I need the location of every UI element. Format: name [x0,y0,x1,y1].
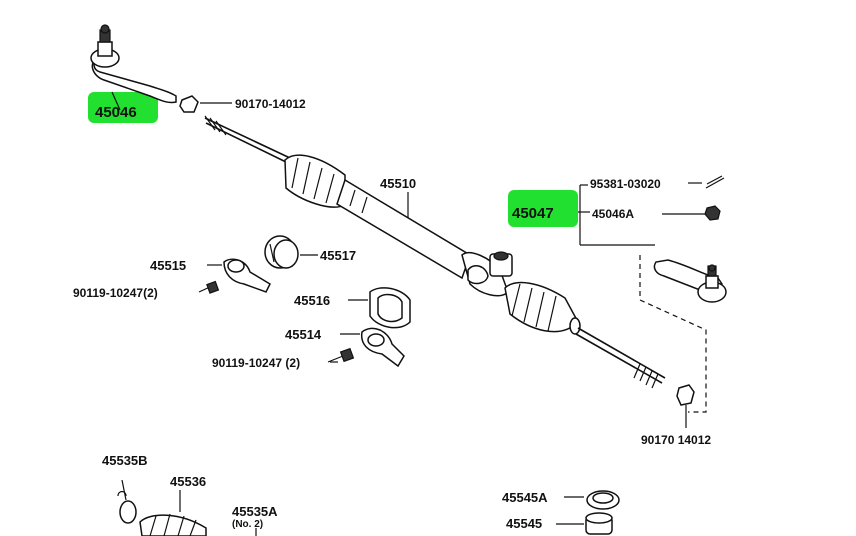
rack-assembly [204,115,666,389]
label-bolt-upper: 90119-10247(2) [73,286,158,300]
label-bracket-upper: 45515 [150,258,186,273]
seal-a [564,490,620,510]
bushing-lower [348,287,411,329]
label-bushing-upper: 45517 [320,248,356,263]
label-clamp-a-note: (No. 2) [232,519,263,530]
label-seal: 45545 [506,516,542,531]
label-bolt-lower: 90119-10247 (2) [212,356,300,370]
tie-rod-end-right-kit [578,175,727,413]
label-tie-rod-end-rh: 45047 [512,205,554,222]
clamp-b [117,479,137,524]
bolt-lower [327,347,355,363]
bushing-upper [264,235,318,269]
nut-bottom [676,384,695,428]
label-nut-top: 90170-14012 [235,97,306,111]
nut-top [179,95,232,113]
boot-bottom [139,490,207,536]
highlight-45046 [88,92,158,123]
bracket-upper [207,258,271,293]
highlight-45047 [508,190,578,227]
label-boot: 45536 [170,474,206,489]
bracket-lower [340,327,405,368]
label-clamp-b: 45535B [102,453,148,468]
label-bushing-lower: 45516 [294,293,330,308]
label-clamp-a: 45535A [232,504,278,519]
tie-rod-end-left [90,24,177,111]
label-seal-a: 45545A [502,490,548,505]
label-kit-bolt: 95381-03020 [590,177,661,191]
label-bracket-lower: 45514 [285,327,322,342]
label-nut-bottom: 90170 14012 [641,433,711,447]
label-tie-rod-end-sub: 45046A [592,207,634,221]
seal [556,512,613,535]
label-tie-rod-end-lh: 45046 [95,104,137,121]
label-rack-assembly: 45510 [380,176,416,191]
bolt-upper [198,280,220,294]
